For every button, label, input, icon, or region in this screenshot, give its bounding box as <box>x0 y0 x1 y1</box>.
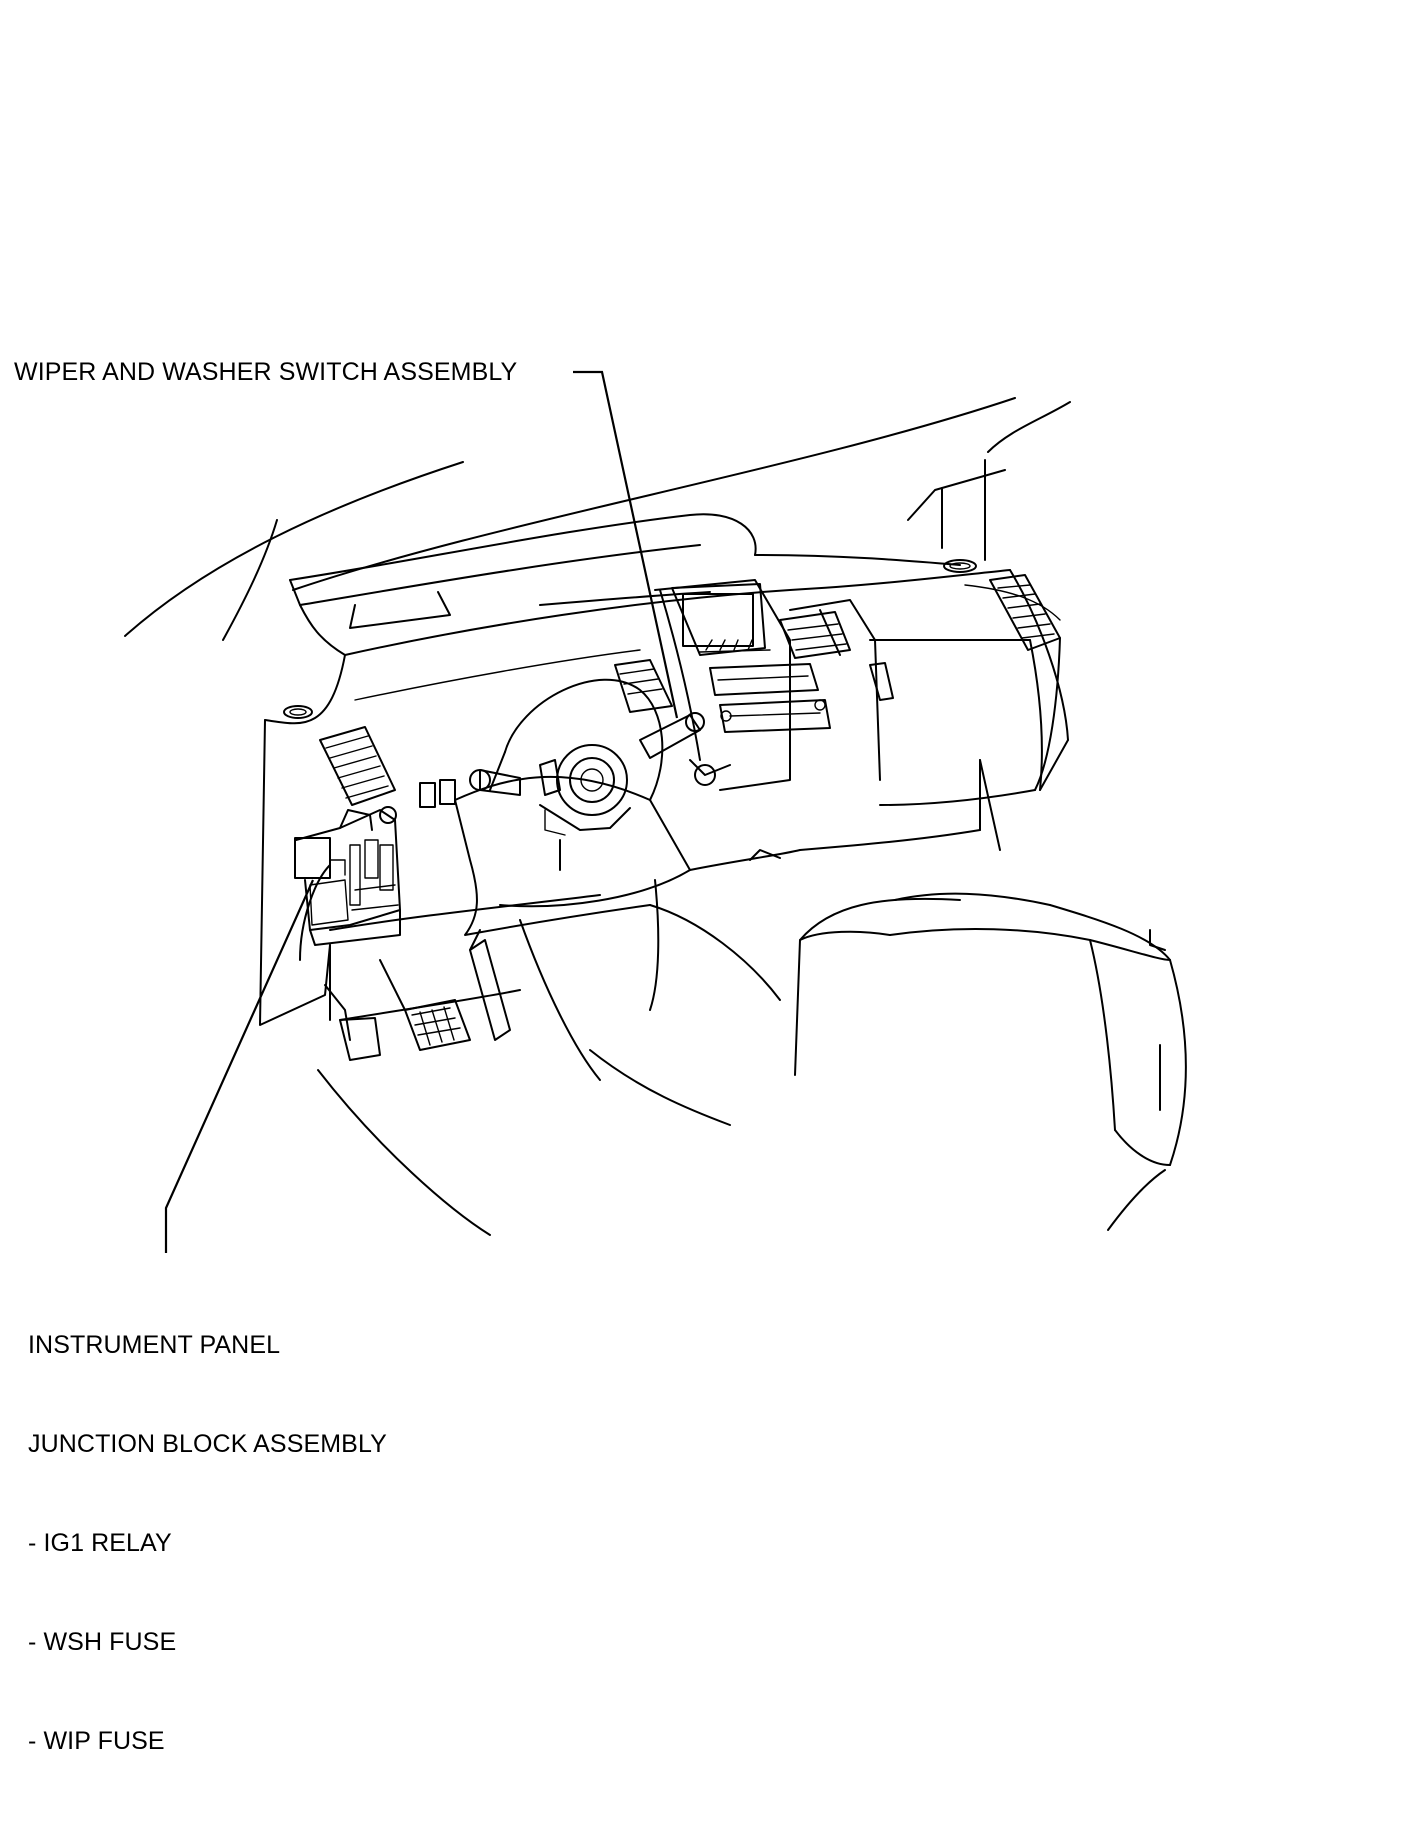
switch-leader-line <box>573 370 679 719</box>
dashboard-upper <box>289 513 1061 701</box>
leader-lines <box>164 370 679 1253</box>
center-stack <box>654 579 894 791</box>
junction-block-title-line2: JUNCTION BLOCK ASSEMBLY <box>28 1430 387 1458</box>
pedals <box>324 929 511 1061</box>
floor-and-seat <box>317 892 1187 1236</box>
windshield-frame <box>124 397 1071 641</box>
junction-block-label: INSTRUMENT PANEL JUNCTION BLOCK ASSEMBLY… <box>28 1263 387 1824</box>
junction-block-illustration <box>294 806 401 946</box>
dashboard-lower <box>329 759 981 1126</box>
dashboard-left-side <box>259 654 456 1026</box>
switch-assembly-label: WIPER AND WASHER SWITCH ASSEMBLY <box>14 358 518 386</box>
dashboard-right <box>869 569 1069 851</box>
steering-column <box>454 678 731 908</box>
dashboard-illustration <box>124 370 1187 1253</box>
junction-block-item-wip-fuse: - WIP FUSE <box>28 1727 165 1755</box>
junction-block-title-line1: INSTRUMENT PANEL <box>28 1331 281 1359</box>
dashboard-diagram: WIPER AND WASHER SWITCH ASSEMBLY INSTRUM… <box>14 358 1187 1755</box>
junction-block-item-ig1-relay: - IG1 RELAY <box>28 1529 172 1557</box>
junction-block-leader-line <box>164 879 315 1253</box>
junction-block-item-wsh-fuse: - WSH FUSE <box>28 1628 177 1656</box>
